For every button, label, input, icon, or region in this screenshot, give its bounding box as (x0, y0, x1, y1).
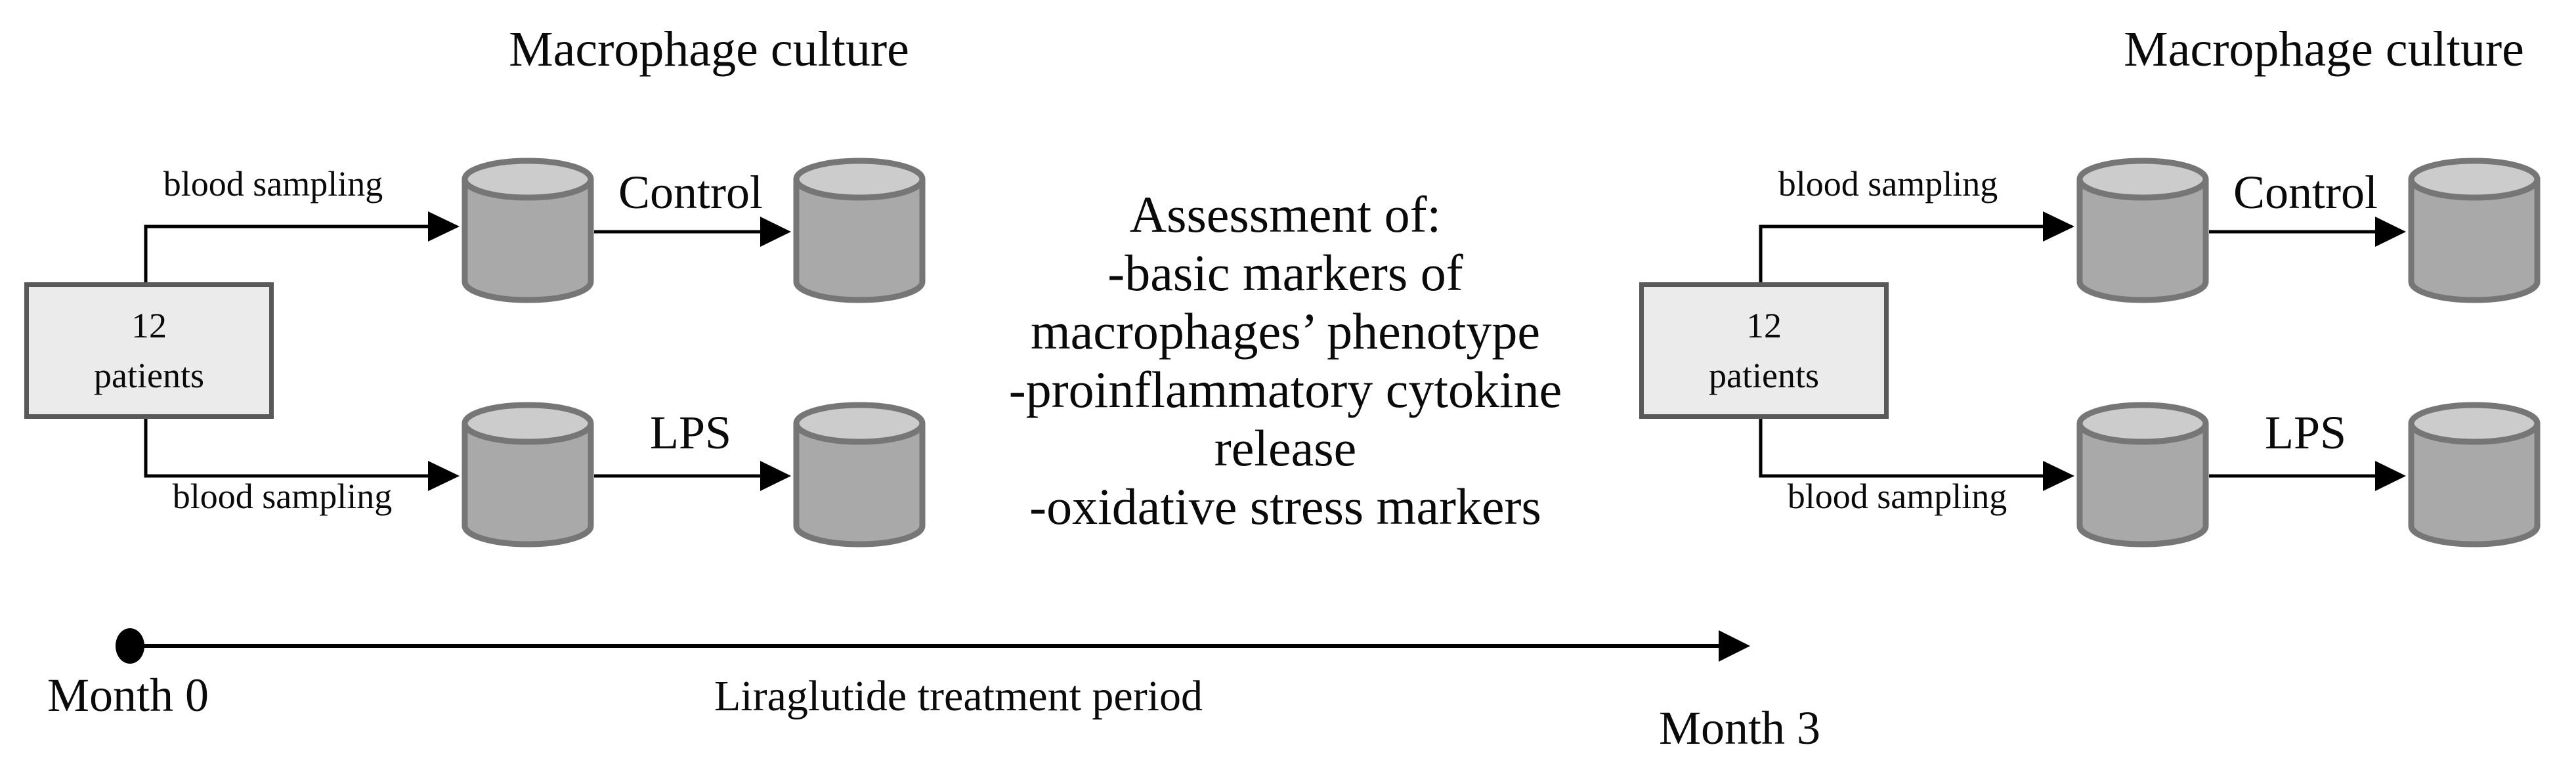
right-blood-sampling-top-label: blood sampling (1778, 164, 1998, 204)
right-lps-cylinder-1-icon (2080, 405, 2206, 544)
right-control-cylinder-2-icon (2411, 161, 2537, 300)
right-blood-sampling-bottom-label: blood sampling (1787, 477, 2007, 516)
left-patients-word: patients (94, 356, 204, 395)
timeline-month3-label: Month 3 (1658, 702, 1821, 754)
right-control-cylinder-1-icon (2080, 161, 2206, 300)
left-lps-cylinder-2-icon (796, 405, 922, 544)
left-bottom-arrowhead-icon (428, 461, 460, 491)
right-group-connectors (1759, 211, 2406, 491)
left-control-label: Control (618, 166, 763, 219)
right-lps-arrowhead-icon (2375, 461, 2406, 491)
left-control-cylinder-1-icon (465, 161, 591, 300)
left-control-cylinder-2-icon (796, 161, 922, 300)
left-patients-count: 12 (131, 306, 167, 345)
left-blood-sampling-bottom-label: blood sampling (172, 477, 393, 516)
left-lps-cylinder-1-icon (465, 405, 591, 544)
assessment-line: macrophages’ phenotype (1030, 303, 1541, 360)
assessment-line: -basic markers of (1107, 244, 1463, 301)
right-lps-cylinder-2-icon (2411, 405, 2537, 544)
left-lps-label: LPS (649, 406, 732, 459)
right-bottom-elbow-line (1759, 419, 2045, 478)
right-macrophage-culture-title: Macrophage culture (2124, 22, 2524, 77)
timeline (116, 628, 1750, 664)
right-lps-label: LPS (2264, 406, 2347, 459)
right-patients-count: 12 (1746, 306, 1782, 345)
right-top-elbow-line (1759, 225, 2045, 282)
right-patients-word: patients (1709, 356, 1819, 395)
right-control-arrowhead-icon (2375, 217, 2406, 247)
timeline-arrowhead-icon (1719, 630, 1750, 662)
right-top-arrowhead-icon (2043, 211, 2074, 242)
left-bottom-elbow-line (144, 419, 430, 478)
timeline-month0-label: Month 0 (47, 669, 209, 721)
assessment-line: -oxidative stress markers (1029, 478, 1541, 535)
left-macrophage-culture-title: Macrophage culture (509, 22, 909, 77)
assessment-text-block: Assessment of: -basic markers of macroph… (1009, 185, 1562, 536)
right-control-label: Control (2233, 166, 2378, 219)
timeline-period-label: Liraglutide treatment period (714, 672, 1203, 720)
right-patients-box: 12 patients (1639, 282, 1889, 419)
left-control-arrowhead-icon (760, 217, 791, 247)
assessment-line: Assessment of: (1129, 186, 1442, 243)
right-bottom-arrowhead-icon (2043, 461, 2074, 491)
left-blood-sampling-top-label: blood sampling (163, 164, 383, 204)
assessment-line: -proinflammatory cytokine (1008, 361, 1562, 418)
left-top-elbow-line (144, 225, 430, 282)
left-top-arrowhead-icon (428, 211, 460, 242)
left-lps-arrowhead-icon (760, 461, 791, 491)
assessment-line: release (1214, 419, 1357, 477)
left-group-connectors (144, 211, 791, 491)
left-patients-box: 12 patients (24, 282, 274, 419)
